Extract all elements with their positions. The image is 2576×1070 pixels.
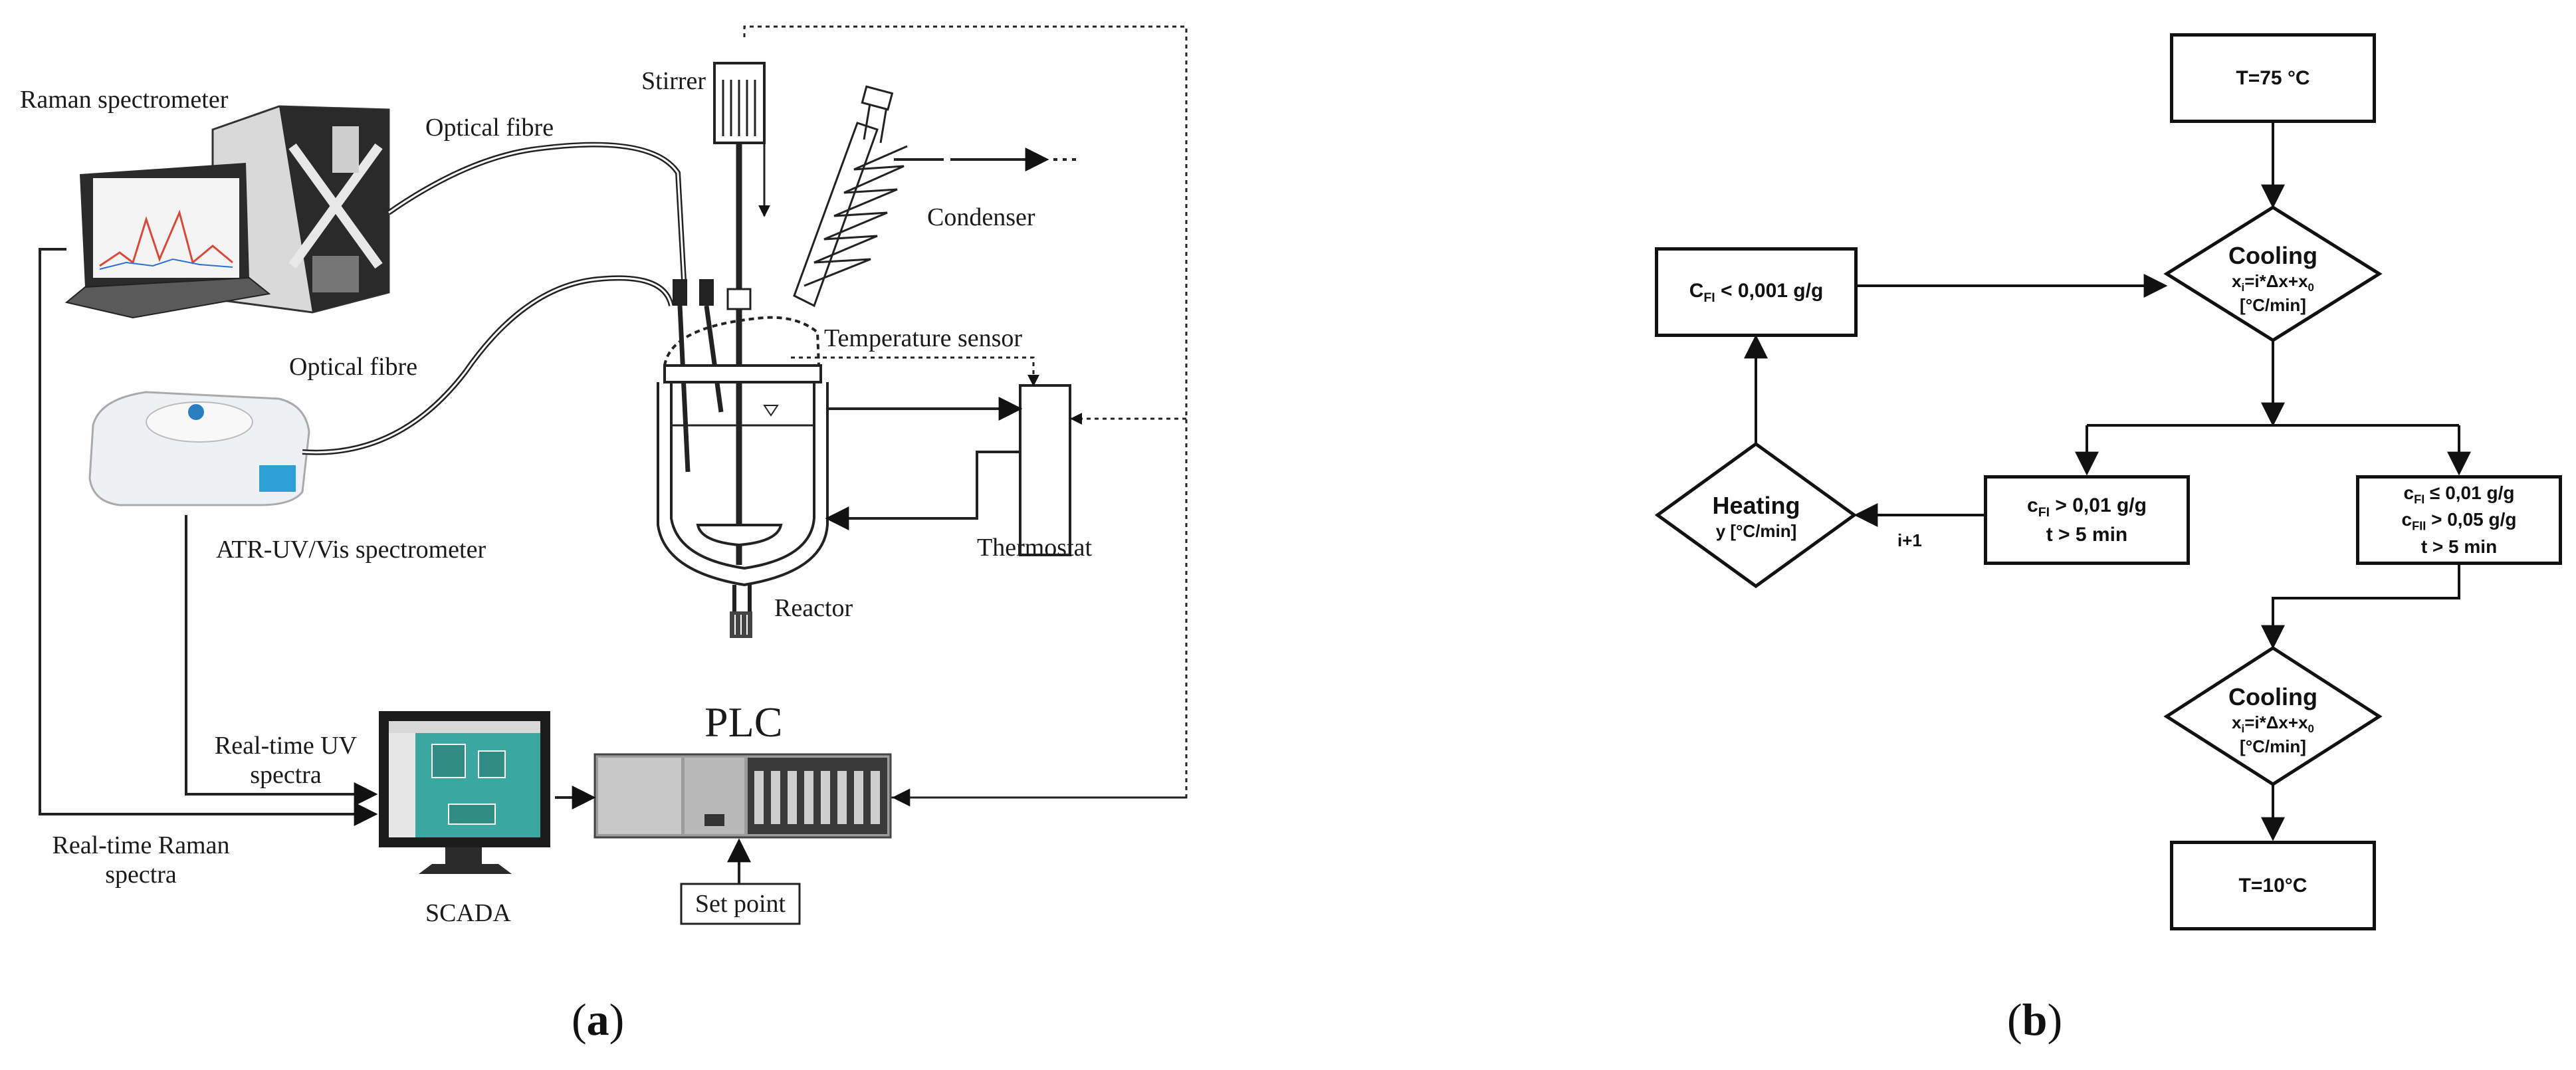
label-reactor: Reactor [774,594,853,622]
label-realtime-uv: Real-time UV spectra [206,731,366,790]
label-optical-fibre-mid: Optical fibre [289,353,418,381]
cooling-top-formula: xi=i*Δx+x0 [2232,271,2314,294]
heating-text: Heating y [°C/min] [1675,490,1838,542]
cond-right-post1: ≤ 0,01 g/g [2424,482,2515,504]
label-realtime-uv-line2: spectra [250,761,322,789]
label-scada: SCADA [425,899,511,927]
plc-rack [593,753,892,839]
label-stirrer: Stirrer [641,67,706,95]
cfi-low-sub: FI [1703,290,1715,305]
panel-a-letter: a [586,994,609,1045]
cooling-bottom-sub-0: 0 [2308,722,2314,736]
label-temperature-sensor: Temperature sensor [824,324,1023,352]
label-condenser: Condenser [927,203,1035,231]
cond-right-line1: cFI ≤ 0,01 g/g [2404,481,2515,508]
label-optical-fibre-top: Optical fibre [425,114,554,142]
cond-left-sub: FI [2038,505,2050,520]
panel-b-letter: b [2022,994,2048,1045]
cond-right-pre2: c [2401,509,2413,530]
cooling-top-sub-i: i [2241,281,2245,294]
set-point-box [680,883,801,925]
label-plc: PLC [704,698,783,746]
cooling-bottom-sub-i: i [2241,722,2245,736]
raman-spectrometer-device [211,105,390,314]
panel-b-caption: (b) [2007,994,2063,1045]
label-realtime-raman: Real-time Raman spectra [41,831,241,889]
cfi-low-text: CFI < 0,001 g/g [1689,278,1824,306]
cooling-bottom-formula: xi=i*Δx+x0 [2232,712,2314,736]
cond-left-post: > 0,01 g/g [2050,494,2147,517]
start-temp-text: T=75 °C [2236,67,2310,89]
cfi-low-pre: C [1689,279,1704,302]
cooling-top-unit: [°C/min] [2240,295,2306,316]
cooling-bottom-text: Cooling xi=i*Δx+x0 [°C/min] [2173,682,2373,758]
cond-left-line2: t > 5 min [2046,523,2128,546]
cond-right-sub1: FI [2414,492,2425,506]
atr-uv-vis-device [88,391,310,506]
start-temp-box: T=75 °C [2170,33,2376,123]
condenser-device [793,85,908,308]
cooling-top-title: Cooling [2228,242,2317,269]
cooling-bottom-unit: [°C/min] [2240,736,2306,757]
label-set-point: Set point [695,890,786,918]
cond-right-post2: > 0,05 g/g [2426,509,2517,530]
heating-title: Heating [1712,492,1800,519]
iteration-label: i+1 [1897,530,1922,550]
label-raman-spectrometer: Raman spectrometer [20,86,229,114]
thermostat-box [1019,384,1071,556]
end-temp-text: T=10°C [2238,875,2308,897]
heating-unit: y [°C/min] [1715,521,1797,541]
reactor-vessel [657,316,829,638]
cond-left-box: cFI > 0,01 g/g t > 5 min [1984,475,2190,565]
cond-right-pre1: c [2403,482,2415,504]
cond-left-pre: c [2027,494,2038,517]
scada-monitor [379,711,550,874]
label-realtime-uv-line1: Real-time UV [214,732,358,760]
heating-diamond [1654,441,1858,589]
label-realtime-raman-line2: spectra [105,861,177,889]
cond-right-sub2: FII [2412,519,2426,533]
cond-right-line2: cFII > 0,05 g/g [2402,508,2517,534]
laptop-computer [64,163,271,319]
cfi-low-post: < 0,001 g/g [1715,279,1824,302]
cond-right-line3: t > 5 min [2420,536,2498,557]
cooling-top-text: Cooling xi=i*Δx+x0 [°C/min] [2173,241,2373,316]
cfi-low-box: CFI < 0,001 g/g [1655,247,1858,337]
end-temp-box: T=10°C [2170,841,2376,930]
label-realtime-raman-line1: Real-time Raman [52,831,230,859]
cooling-top-sub-0: 0 [2308,281,2314,294]
panel-a-caption: (a) [572,994,625,1045]
label-atr-uv-vis: ATR-UV/Vis spectrometer [216,536,486,564]
cond-left-line1: cFI > 0,01 g/g [2027,492,2147,521]
cooling-bottom-title: Cooling [2228,683,2317,710]
cond-right-box: cFI ≤ 0,01 g/g cFII > 0,05 g/g t > 5 min [2356,475,2562,565]
label-thermostat: Thermostat [977,534,1093,562]
